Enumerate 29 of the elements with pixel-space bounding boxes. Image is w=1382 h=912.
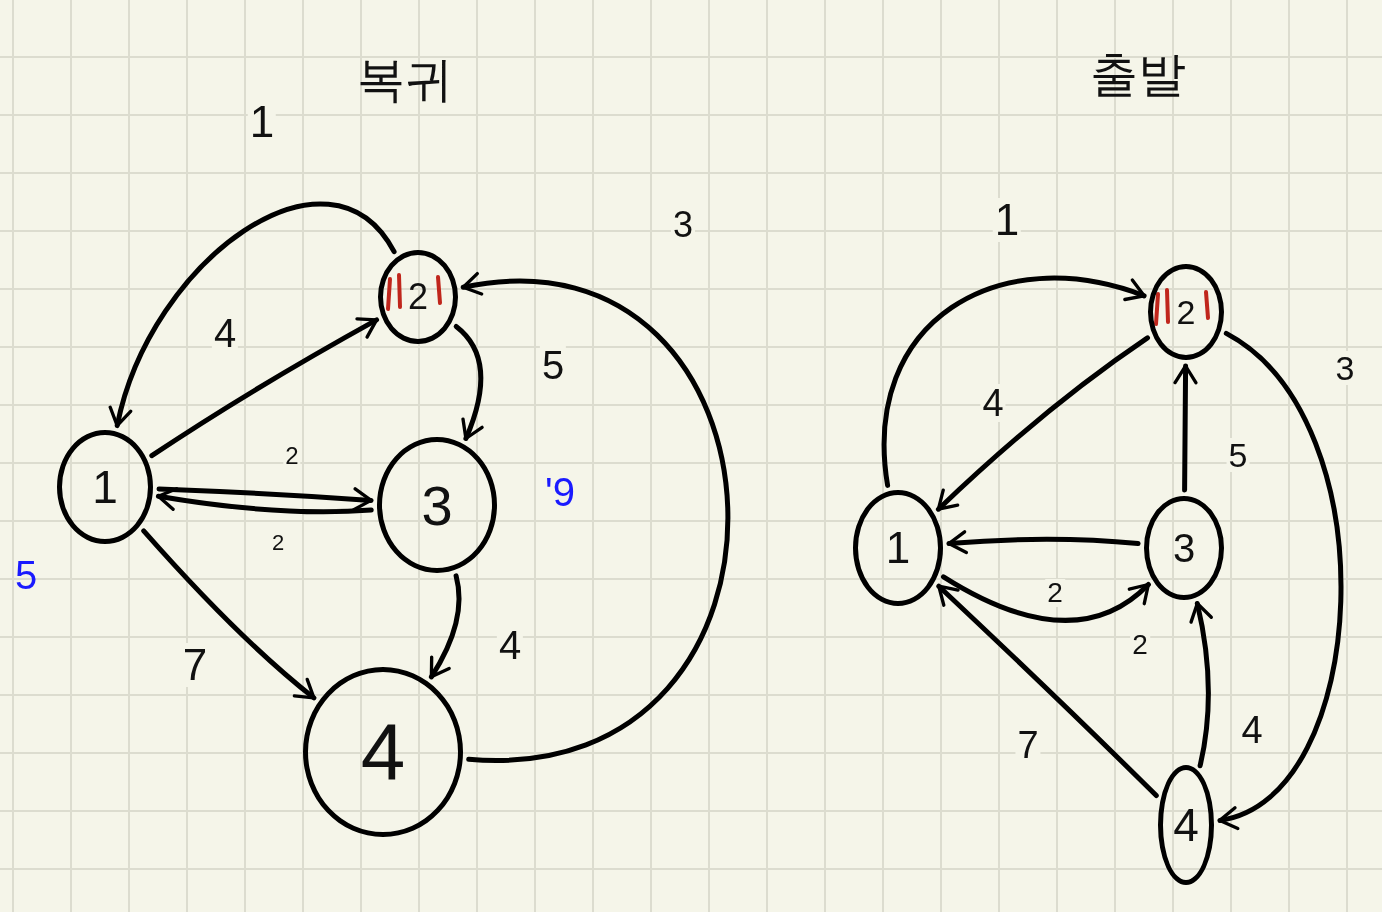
arrow — [1189, 601, 1213, 769]
node-circle: 3 — [377, 437, 497, 573]
node-circle: 4 — [1158, 765, 1214, 885]
arrow — [109, 201, 397, 429]
arrow — [935, 335, 1150, 512]
edge-label: 4 — [980, 384, 1006, 422]
graph-heading: 복귀 — [357, 56, 453, 104]
node-circle: 1 — [853, 490, 943, 606]
arrow — [946, 530, 1141, 555]
arrow — [428, 573, 462, 680]
edge-label: 2 — [1045, 579, 1065, 607]
note-number: '9 — [545, 472, 575, 512]
node-circle: 2 — [1148, 264, 1224, 360]
edge-label: 5 — [1226, 438, 1250, 472]
edge-label: 1 — [992, 198, 1022, 242]
arrow — [881, 276, 1147, 488]
arrow — [941, 574, 1151, 623]
arrow — [453, 323, 484, 441]
arrow — [141, 528, 317, 701]
node-circle: 2 — [378, 250, 458, 344]
node-circle: 3 — [1144, 496, 1224, 600]
arrow — [1173, 363, 1198, 493]
arrow — [460, 274, 731, 762]
note-number: 5 — [14, 555, 38, 595]
graph-heading: 출발 — [1090, 51, 1186, 99]
arrow — [936, 583, 1159, 799]
node-circle: 4 — [303, 667, 463, 837]
node-circle: 1 — [57, 430, 153, 544]
arrow — [149, 317, 380, 459]
